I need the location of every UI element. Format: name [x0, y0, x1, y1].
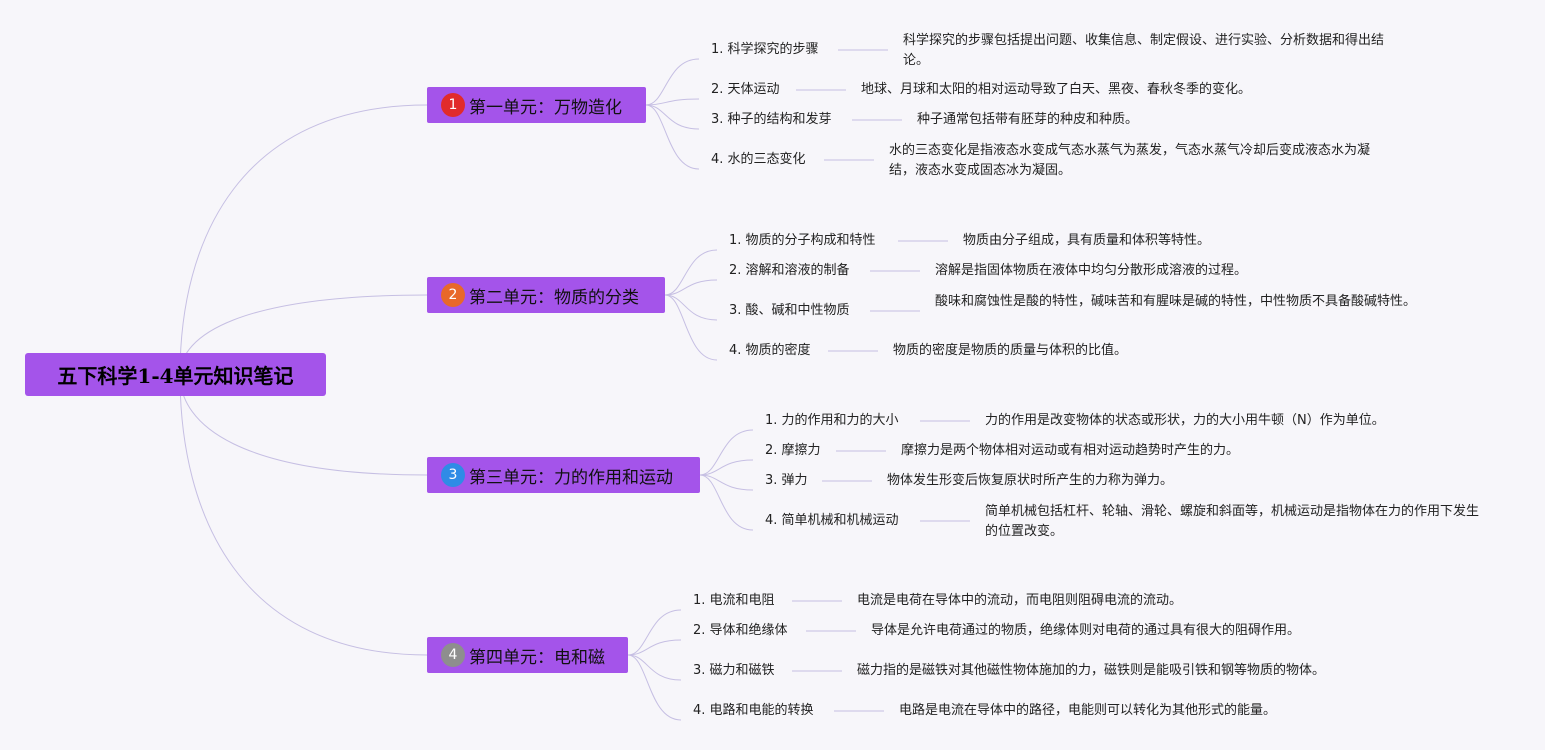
topic-label[interactable]: 3. 弹力	[765, 473, 808, 488]
item-connector	[627, 639, 682, 656]
topic-label[interactable]: 4. 物质的密度	[729, 343, 811, 358]
topic-description: 种子通常包括带有胚芽的种皮和种质。	[917, 112, 1139, 127]
root-connector	[179, 374, 428, 656]
topic-description: 物质由分子组成，具有质量和体积等特性。	[963, 233, 1211, 248]
item-connector	[645, 104, 700, 130]
item-connector	[699, 459, 754, 476]
topic-label[interactable]: 2. 天体运动	[711, 82, 780, 97]
topic-label[interactable]: 2. 摩擦力	[765, 443, 821, 458]
topic-description: 酸味和腐蚀性是酸的特性，碱味苦和有腥味是碱的特性，中性物质不具备酸碱特性。	[935, 294, 1417, 309]
topic-description: 导体是允许电荷通过的物质，绝缘体则对电荷的通过具有很大的阻碍作用。	[871, 623, 1301, 638]
item-connector	[645, 98, 700, 106]
number-badge-icon: 2	[441, 283, 465, 307]
topic-description: 电路是电流在导体中的路径，电能则可以转化为其他形式的能量。	[899, 703, 1277, 718]
item-connector	[699, 474, 754, 531]
topic-description: 物质的密度是物质的质量与体积的比值。	[893, 343, 1128, 358]
topic-description: 科学探究的步骤包括提出问题、收集信息、制定假设、进行实验、分析数据和得出结论。	[903, 33, 1385, 68]
topic-description: 物体发生形变后恢复原状时所产生的力称为弹力。	[887, 473, 1174, 488]
item-connector	[664, 279, 718, 296]
topic-description: 简单机械包括杠杆、轮轴、滑轮、螺旋和斜面等，机械运动是指物体在力的作用下发生的位…	[985, 504, 1480, 539]
root-connector	[179, 104, 428, 376]
topic-description: 地球、月球和太阳的相对运动导致了白天、黑夜、春秋冬季的变化。	[861, 82, 1252, 97]
item-connector	[699, 429, 754, 476]
number-badge-icon: 3	[441, 463, 465, 487]
mindmap-root[interactable]: 五下科学1-4单元知识笔记	[25, 353, 326, 396]
topic-label[interactable]: 1. 物质的分子构成和特性	[729, 233, 876, 248]
item-connector	[627, 654, 682, 721]
unit-title: 第三单元：力的作用和运动	[469, 467, 673, 488]
item-connector	[664, 249, 718, 296]
topic-description: 力的作用是改变物体的状态或形状，力的大小用牛顿（N）作为单位。	[985, 413, 1385, 428]
unit-title: 第一单元：万物造化	[469, 97, 622, 118]
topic-description: 磁力指的是磁铁对其他磁性物体施加的力，磁铁则是能吸引铁和钢等物质的物体。	[857, 663, 1326, 678]
topic-label[interactable]: 4. 简单机械和机械运动	[765, 513, 899, 528]
topic-description: 水的三态变化是指液态水变成气态水蒸气为蒸发，气态水蒸气冷却后变成液态水为凝结，液…	[889, 143, 1371, 178]
item-connector	[699, 474, 754, 491]
unit-title: 第四单元：电和磁	[469, 647, 605, 668]
topic-label[interactable]: 1. 科学探究的步骤	[711, 42, 819, 57]
number-badge-icon: 1	[441, 93, 465, 117]
topic-description: 电流是电荷在导体中的流动，而电阻则阻碍电流的流动。	[857, 593, 1183, 608]
topic-description: 摩擦力是两个物体相对运动或有相对运动趋势时产生的力。	[901, 443, 1240, 458]
topic-label[interactable]: 1. 电流和电阻	[693, 593, 775, 608]
topic-label[interactable]: 1. 力的作用和力的大小	[765, 413, 899, 428]
item-connector	[664, 294, 718, 361]
topic-label[interactable]: 2. 导体和绝缘体	[693, 623, 788, 638]
topic-label[interactable]: 4. 电路和电能的转换	[693, 703, 814, 718]
number-badge-icon: 4	[441, 643, 465, 667]
item-connector	[627, 609, 682, 656]
item-connector	[645, 58, 700, 106]
topic-label[interactable]: 3. 磁力和磁铁	[693, 663, 775, 678]
unit-title: 第二单元：物质的分类	[469, 287, 639, 308]
item-connector	[664, 294, 718, 321]
topic-label[interactable]: 2. 溶解和溶液的制备	[729, 263, 850, 278]
topic-description: 溶解是指固体物质在液体中均匀分散形成溶液的过程。	[935, 263, 1248, 278]
item-connector	[645, 104, 700, 170]
topic-label[interactable]: 3. 种子的结构和发芽	[711, 112, 832, 127]
topic-label[interactable]: 4. 水的三态变化	[711, 152, 806, 167]
item-connector	[627, 654, 682, 681]
topic-label[interactable]: 3. 酸、碱和中性物质	[729, 303, 850, 318]
